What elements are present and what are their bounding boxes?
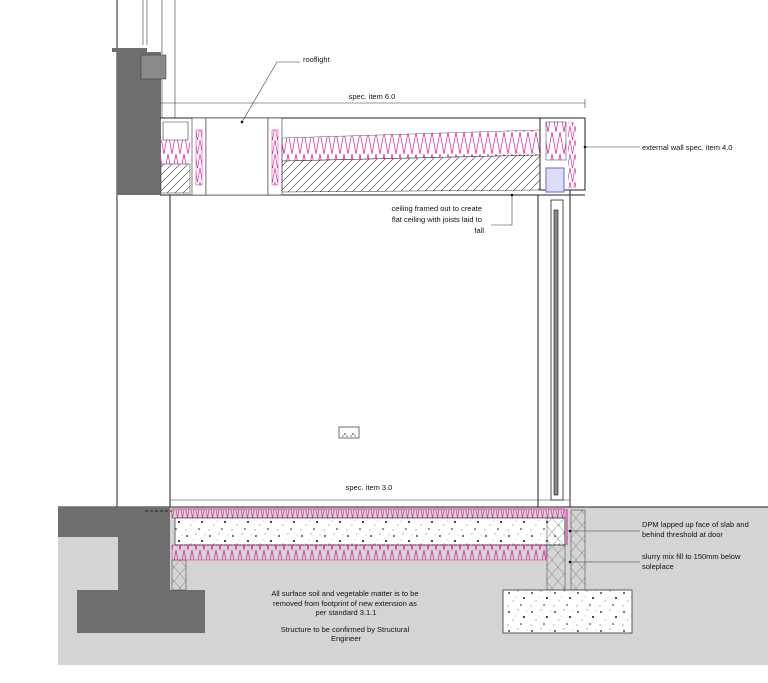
slurry-label: slurry mix fill to 150mm below soleplace	[642, 552, 742, 571]
roof-section	[160, 117, 586, 196]
soil-note: All surface soil and vegetable matter is…	[271, 589, 420, 617]
existing-wall	[112, 0, 176, 507]
roof-spec-label: spec. item 6.0	[349, 92, 396, 101]
external-wall-label: external wall spec. item 4.0	[642, 143, 732, 152]
ceiling-label: ceiling framed out to create flat ceilin…	[391, 204, 484, 235]
left-foundation	[58, 507, 205, 633]
door-frame	[537, 190, 571, 507]
dpm-label: DPM lapped up face of slab and behind th…	[642, 520, 751, 539]
rooflight-label: rooflight	[303, 55, 331, 64]
power-socket-symbol	[338, 426, 360, 439]
floor-slab	[171, 508, 568, 561]
annotations-lines	[160, 61, 640, 564]
structure-note: Structure to be confirmed by Structural …	[281, 625, 411, 643]
right-foundation	[502, 509, 633, 634]
floor-spec-label: spec. item 3.0	[346, 483, 393, 492]
rooflight-opening	[205, 117, 269, 196]
